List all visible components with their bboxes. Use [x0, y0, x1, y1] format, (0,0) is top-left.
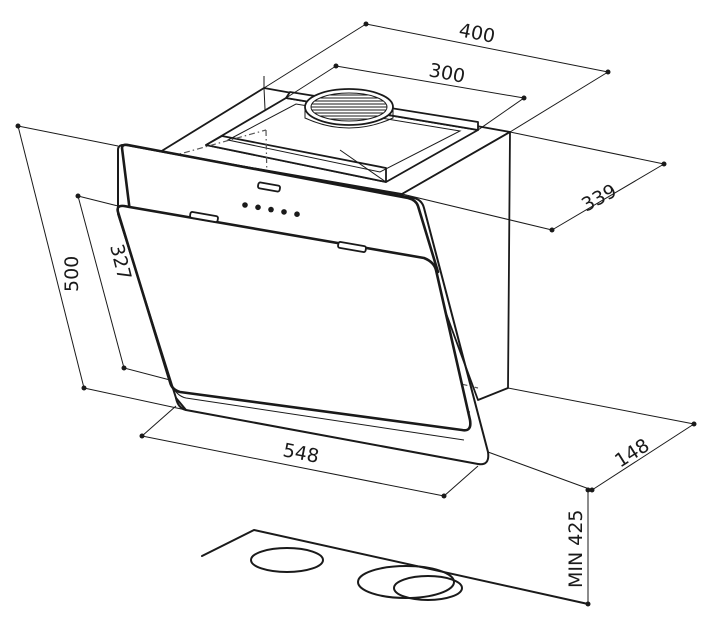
cooktop: [201, 529, 589, 605]
dim-label-300: 300: [427, 59, 467, 88]
dimension-400: 400: [263, 19, 611, 133]
dimension-300: 300: [285, 59, 527, 131]
dimension-500: 500: [15, 123, 187, 411]
control-button: [242, 202, 248, 208]
control-panel: [242, 181, 300, 217]
control-button: [281, 209, 287, 215]
dim-label-548: 548: [281, 439, 321, 468]
display-window: [257, 181, 281, 193]
dim-label-148: 148: [611, 434, 653, 472]
control-button: [255, 204, 261, 211]
dimension-min-425: MIN 425: [565, 487, 591, 607]
burner-right-small: [393, 575, 463, 601]
dim-label-min-425: MIN 425: [565, 509, 587, 588]
lower-glass-panel: [116, 204, 472, 432]
control-button: [268, 206, 274, 213]
control-button: [294, 211, 300, 217]
burner-left: [250, 547, 324, 573]
burner-right-large: [357, 565, 455, 599]
dimension-148: 148: [487, 387, 697, 493]
dim-label-339: 339: [578, 180, 620, 216]
edge-handles: [189, 211, 367, 253]
dim-label-500: 500: [61, 256, 83, 292]
fan-grille: [304, 88, 394, 129]
